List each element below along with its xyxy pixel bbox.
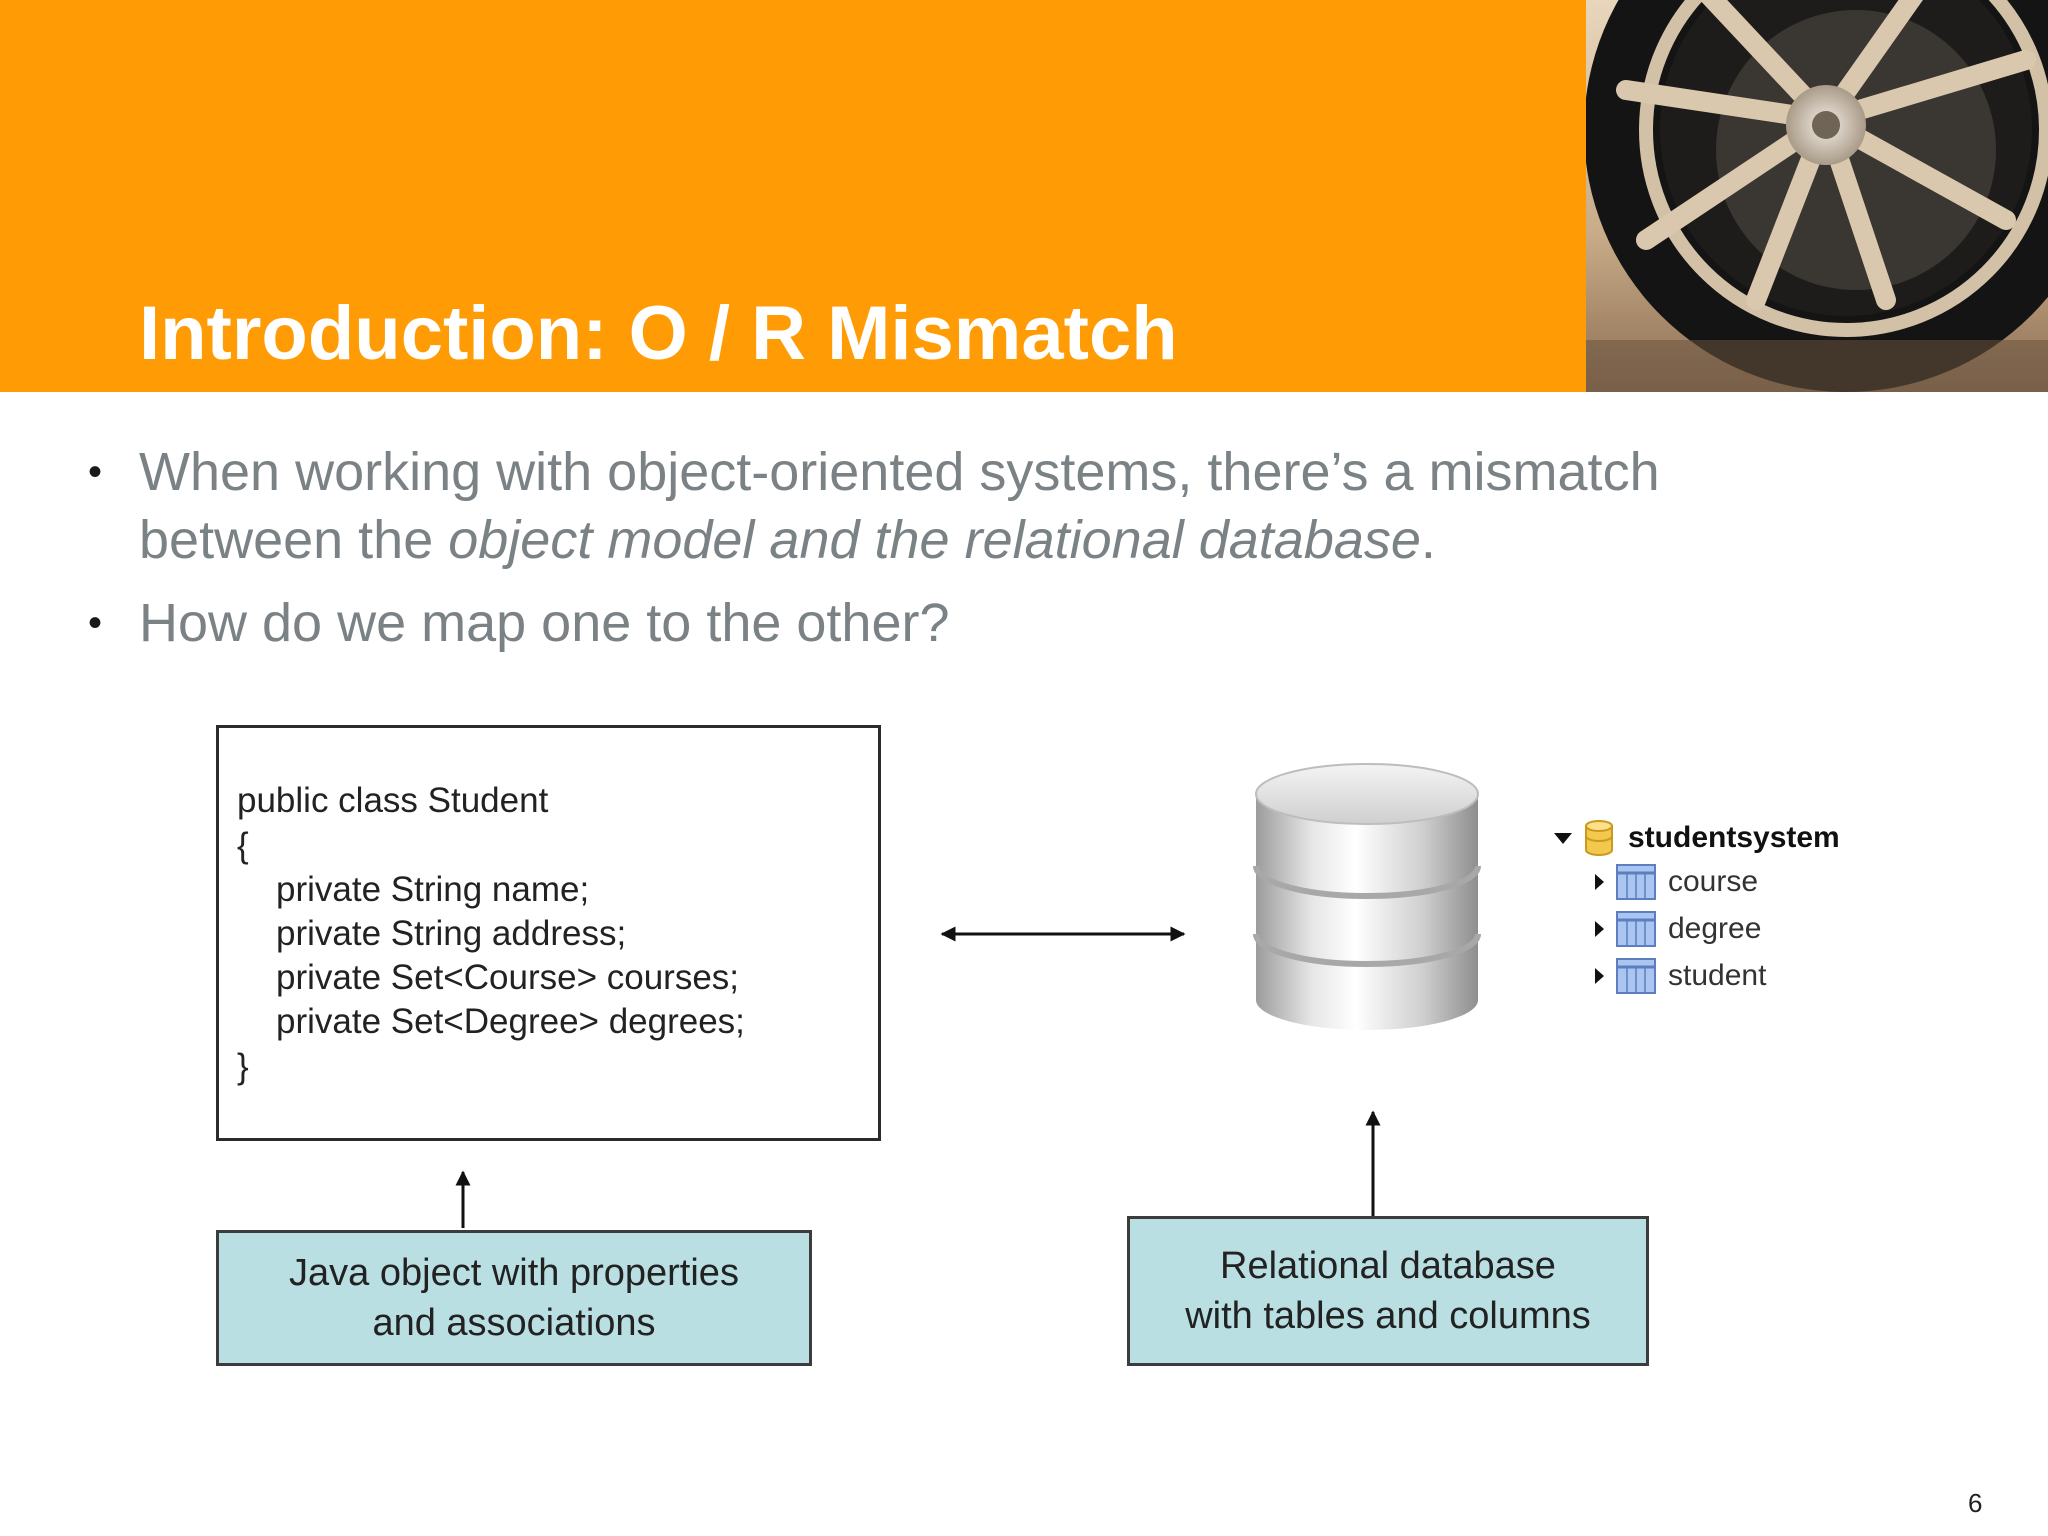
code-line: private String name; [276,870,590,909]
bullet-text: How do we map one to the other? [139,593,950,653]
bullet-marker: • [88,450,103,494]
code-line: private Set<Course> courses; [276,958,740,997]
slide-title: Introduction: O / R Mismatch [139,291,1178,376]
table-icon [1616,864,1656,900]
java-code-box: public class Student { private String na… [216,725,881,1141]
expand-right-icon [1595,968,1604,984]
db-tree-root[interactable]: studentsystem [1552,818,1840,858]
table-icon [1616,911,1656,947]
java-object-label: Java object with properties and associat… [216,1230,812,1366]
header-band [0,0,1586,392]
db-label-line: with tables and columns [1185,1295,1591,1337]
db-tree-table-label: course [1668,865,1759,898]
code-line: private Set<Degree> degrees; [276,1002,745,1041]
bullet-text-end: . [1420,510,1436,570]
bullet-list: • When working with object-oriented syst… [80,438,1780,672]
table-icon [1616,958,1656,994]
expand-down-icon [1554,833,1572,844]
expand-right-icon [1595,921,1604,937]
database-small-icon [1585,820,1613,856]
relational-db-label: Relational database with tables and colu… [1127,1216,1649,1366]
db-tree-table-row[interactable]: student [1592,958,1766,994]
db-tree-table-label: student [1668,959,1767,992]
db-label-line: Relational database [1220,1245,1556,1287]
code-line: private String address; [276,914,627,953]
bullet-marker: • [88,601,103,645]
db-tree-table-row[interactable]: degree [1592,911,1761,947]
db-tree-table-label: degree [1668,912,1762,945]
java-label-line: Java object with properties [289,1252,739,1294]
bullet-text: When working with object-oriented system… [139,442,1660,570]
database-icon [1253,763,1481,1030]
header-wheel-photo [1586,0,2048,392]
code-line: public class Student [237,781,549,820]
page-number: 6 [1968,1488,1983,1518]
bullet-item: • When working with object-oriented syst… [80,438,1780,574]
java-label-line: and associations [372,1302,656,1344]
db-tree-table-row[interactable]: course [1592,864,1758,900]
code-line: } [237,1047,249,1086]
db-tree-root-label: studentsystem [1628,821,1840,854]
expand-right-icon [1595,874,1604,890]
bullet-item: • How do we map one to the other? [80,589,1780,657]
bullet-emphasis: object model and the relational database [448,510,1421,570]
code-line: { [237,826,249,865]
